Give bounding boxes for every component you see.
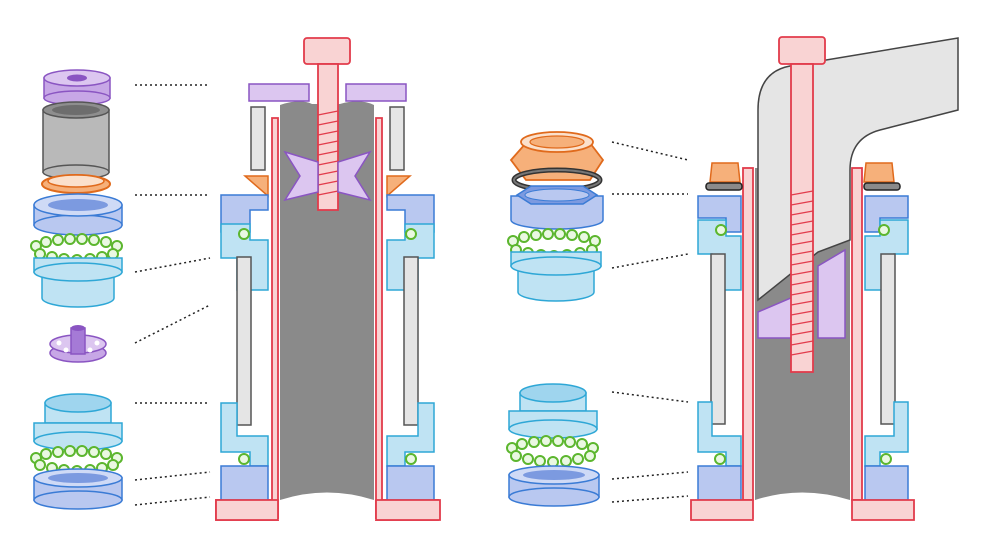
lower-race [33,393,123,451]
adjustable-cup [510,185,604,230]
right-exploded-parts [506,131,605,507]
spacer [42,101,110,180]
right-lower-bearing [506,435,599,468]
right-cross-section [690,36,959,521]
right-upper-race [510,251,602,302]
left-exploded-parts [30,69,123,510]
right-leader-lines [611,141,689,503]
crown-race [33,468,123,510]
compression-ring [41,174,111,194]
left-leader-lines [134,84,211,506]
left-cross-section [215,37,441,521]
upper-cup [33,193,123,236]
top-cap [43,69,111,106]
right-crown-race [508,465,600,507]
upper-race [33,257,123,308]
star-nut [49,325,107,363]
right-lower-race [508,383,598,439]
